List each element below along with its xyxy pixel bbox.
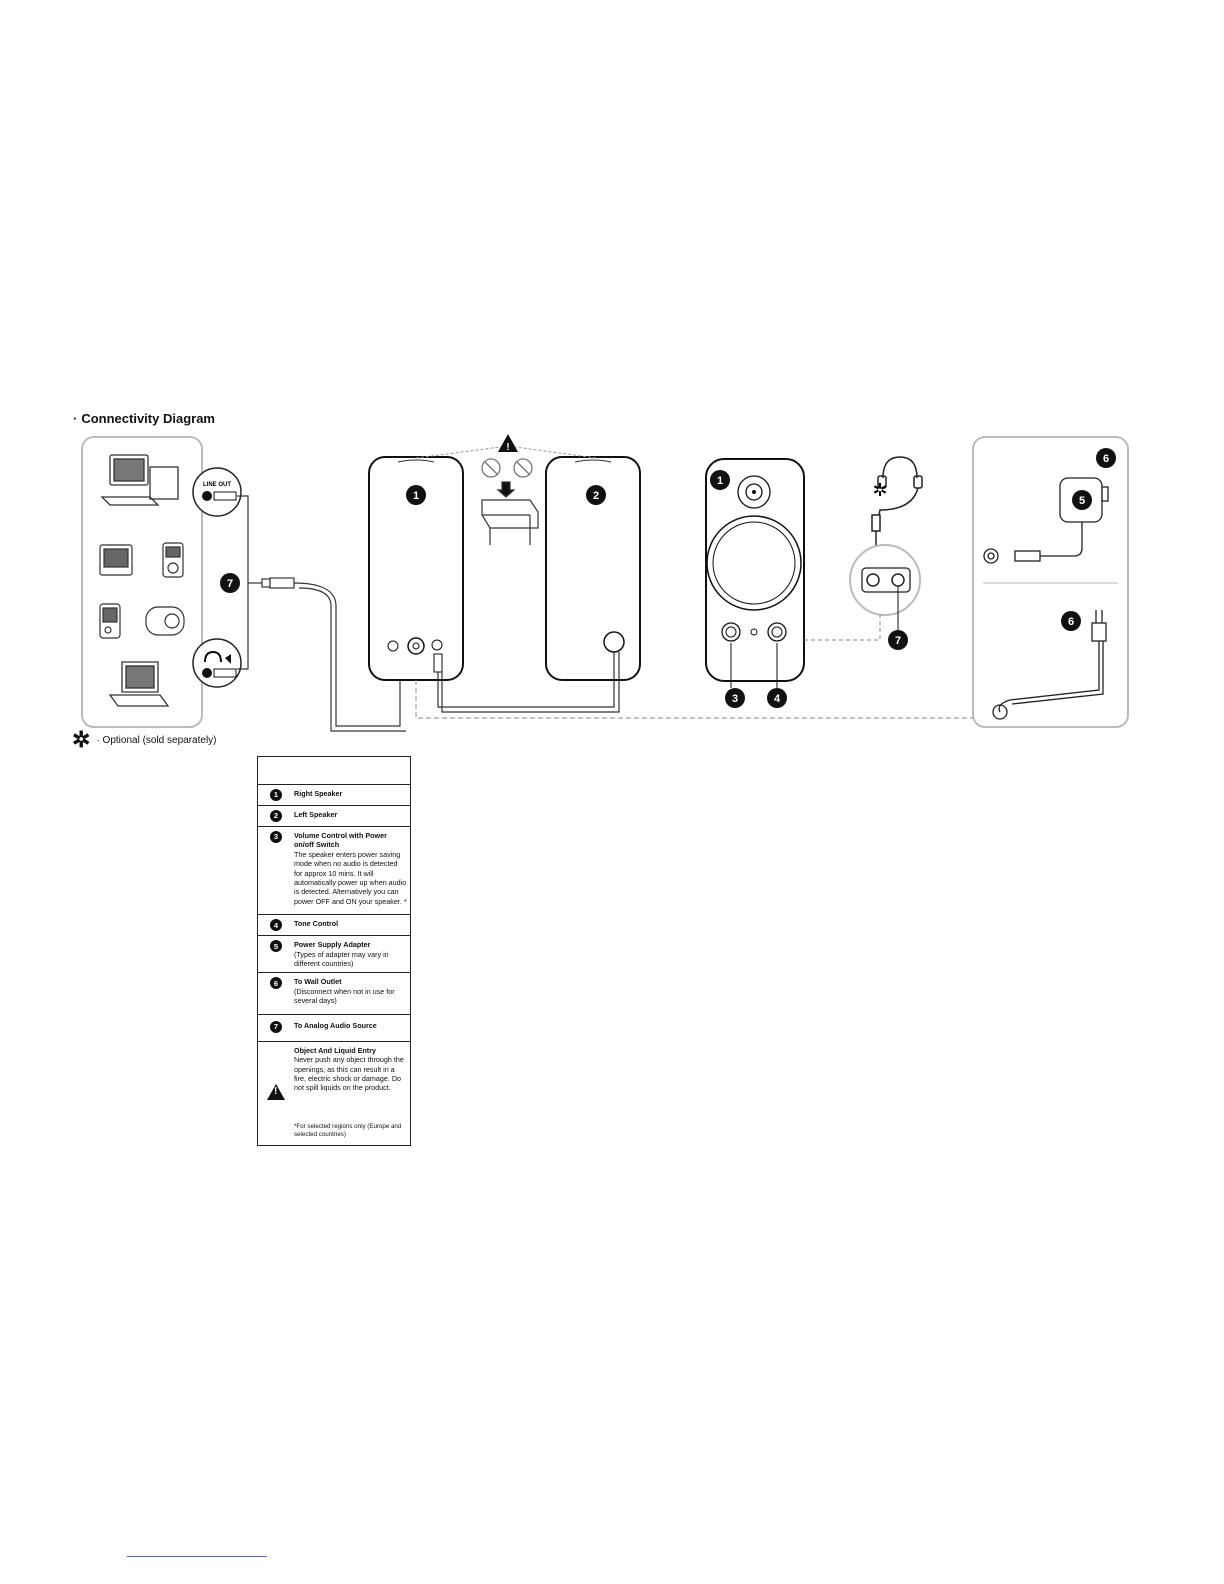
laptop-icon: [108, 661, 170, 707]
svg-text:1: 1: [717, 475, 723, 487]
badge-7-right: 7: [888, 630, 908, 650]
front-jack-leader: [804, 614, 881, 641]
desktop-pc-icon: [100, 454, 179, 506]
source-devices-panel: [81, 436, 203, 728]
wall-plug-icon: [992, 610, 1107, 720]
media-player-icon: [99, 544, 133, 576]
legend-row: 3 Volume Control with Power on/off Switc…: [258, 827, 410, 916]
legend-number: 5: [270, 940, 282, 953]
legend-header: [258, 757, 410, 785]
section-title: ·Connectivity Diagram: [73, 411, 215, 426]
connectivity-diagram: LINE OUT 7 1 2: [81, 434, 1129, 732]
legend-number: 6: [270, 977, 282, 990]
badge-4: 4: [767, 688, 787, 708]
legend-row: 6 To Wall Outlet (Disconnect when not in…: [258, 973, 410, 1015]
legend-description: (Disconnect when not in use for several …: [294, 986, 395, 1006]
portable-player-icon: [162, 542, 184, 578]
svg-text:7: 7: [895, 635, 901, 647]
legend-number: 7: [270, 1020, 282, 1033]
legend-warning-row: ! Object And Liquid Entry Never push any…: [258, 1042, 410, 1145]
legend-title: Volume Control with Power on/off Switch: [294, 831, 387, 850]
speaker-link-cable: [437, 652, 615, 708]
legend-number: 3: [270, 831, 282, 843]
warning-title: Object And Liquid Entry: [294, 1045, 376, 1055]
optional-note: ✲ · Optional (sold separately): [72, 727, 217, 752]
badge-3: 3: [725, 688, 745, 708]
svg-text:5: 5: [1079, 495, 1085, 507]
legend-number: 2: [270, 810, 282, 822]
legend-row: 5 Power Supply Adapter (Types of adapter…: [258, 936, 410, 974]
no-liquid-icon: [513, 458, 533, 478]
legend-title: Tone Control: [294, 919, 339, 929]
line-out-jack-callout: LINE OUT: [192, 467, 242, 517]
legend-title: Left Speaker: [294, 810, 338, 819]
badge-6-top: 6: [1096, 448, 1116, 468]
headphones-icon: [871, 456, 923, 560]
badge-5: 5: [1072, 490, 1092, 510]
legend-number: 1: [270, 789, 282, 801]
handheld-player-icon: [145, 606, 185, 636]
front-jack-callout: [849, 544, 921, 632]
svg-text:7: 7: [227, 578, 233, 590]
legend-row: 7 To Analog Audio Source: [258, 1015, 410, 1042]
svg-text:6: 6: [1103, 453, 1109, 465]
warning-description: Never push any object through the openin…: [294, 1055, 404, 1093]
optional-note-text: · Optional (sold separately): [96, 734, 217, 746]
power-panel: [972, 436, 1129, 728]
badge-6-bottom: 6: [1061, 611, 1081, 631]
legend-title: Power Supply Adapter: [294, 940, 371, 950]
headphone-jack-callout: [192, 638, 242, 688]
section-title-text: Connectivity Diagram: [81, 411, 215, 426]
legend-row: 2 Left Speaker: [258, 806, 410, 827]
warning-icon: !: [267, 1084, 285, 1101]
svg-text:2: 2: [593, 490, 599, 502]
power-adapter-icon: [983, 477, 1109, 564]
legend-description: (Types of adapter may vary in different …: [294, 949, 389, 969]
legend-table: 1 Right Speaker 2 Left Speaker 3 Volume …: [257, 756, 411, 1147]
warning-triangle-icon: !: [415, 434, 597, 459]
svg-text:!: !: [506, 442, 509, 453]
no-object-icon: [481, 458, 501, 478]
audio-cable: [261, 577, 406, 732]
legend-description: The speaker enters power saving mode whe…: [294, 849, 407, 906]
svg-text:4: 4: [774, 693, 781, 705]
left-speaker-back: 2: [545, 456, 641, 681]
legend-number: 4: [270, 919, 282, 932]
music-player-icon: [99, 603, 121, 639]
legend-row: 1 Right Speaker: [258, 785, 410, 806]
badge-7-left: 7: [220, 573, 240, 593]
section-bullet: ·: [73, 411, 78, 426]
svg-text:6: 6: [1068, 616, 1074, 628]
warning-footnote: *For selected regions only (Europe and s…: [294, 1122, 402, 1138]
bottom-link-rule: [127, 1556, 267, 1557]
optional-asterisk: ✲: [872, 480, 887, 500]
legend-row: 4 Tone Control: [258, 915, 410, 937]
speaker-top-detail-icon: [481, 481, 539, 545]
legend-title: To Wall Outlet: [294, 977, 342, 987]
svg-text:1: 1: [413, 490, 419, 502]
asterisk-icon: ✲: [72, 727, 91, 752]
legend-title: To Analog Audio Source: [294, 1020, 377, 1030]
legend-title: Right Speaker: [294, 789, 343, 798]
speaker-front: 1: [705, 458, 805, 688]
svg-text:3: 3: [732, 693, 738, 705]
right-speaker-back: 1: [368, 456, 464, 681]
power-dashed-link: [415, 680, 973, 719]
line-out-label: LINE OUT: [203, 482, 231, 488]
